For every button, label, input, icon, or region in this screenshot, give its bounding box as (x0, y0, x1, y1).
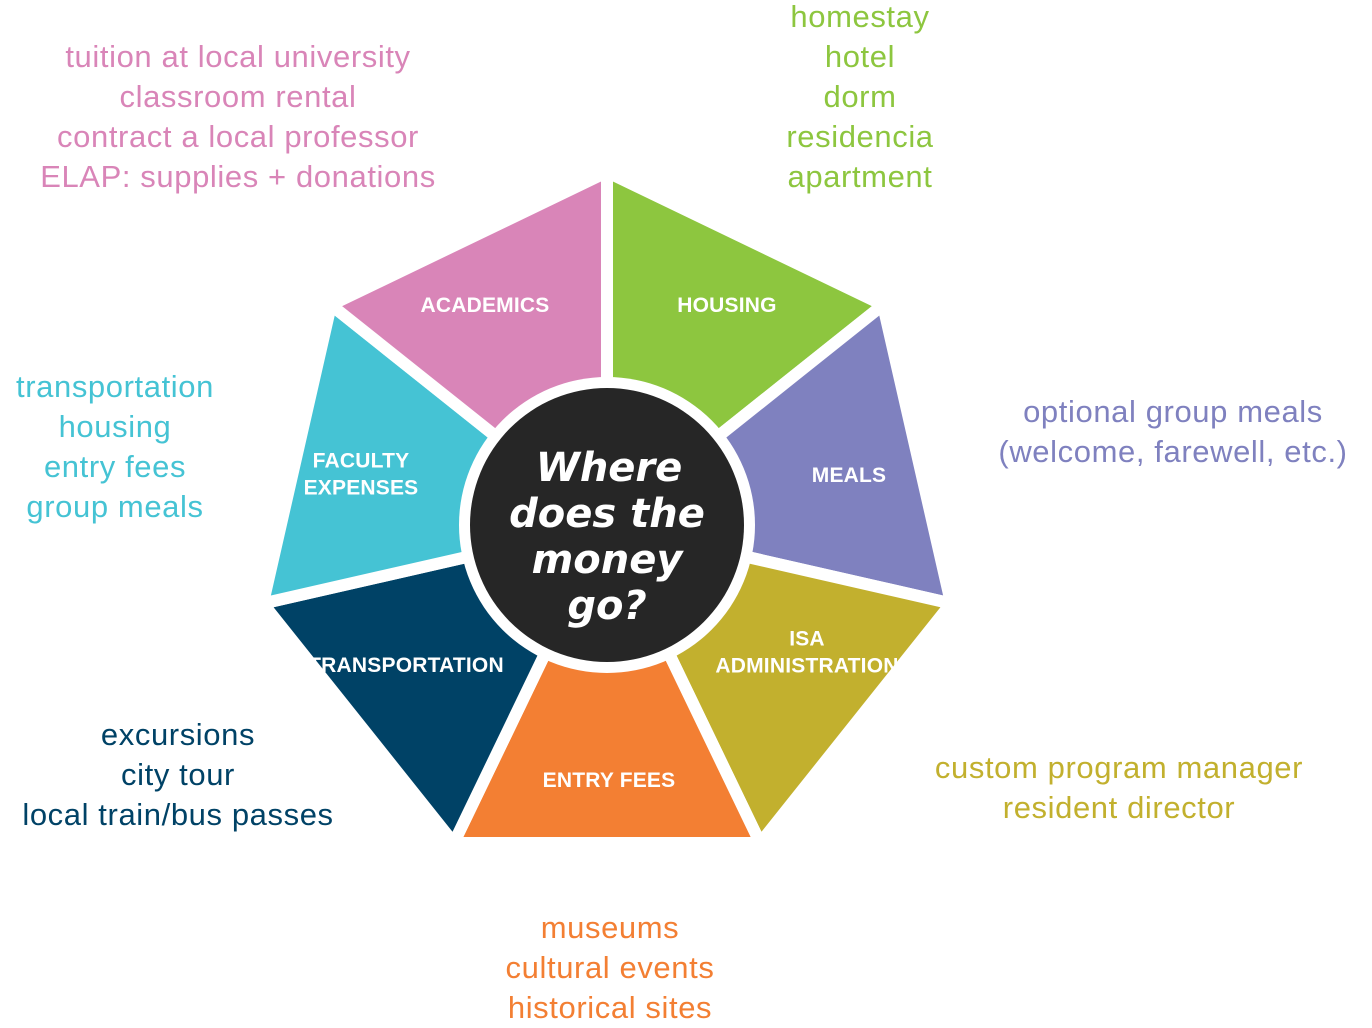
list-item: housing (58, 409, 172, 444)
list-item: cultural events (505, 950, 715, 985)
faculty-expenses-items: transportation housing entry fees group … (0, 367, 230, 527)
list-item: historical sites (507, 990, 713, 1025)
list-item: museums (540, 910, 680, 945)
list-item: transportation (16, 369, 214, 404)
center-line: money (532, 537, 685, 583)
list-item: hotel (824, 39, 896, 74)
list-item: custom program manager (934, 750, 1304, 785)
isa-administration-items: custom program manager resident director (904, 748, 1334, 828)
center-line: Where (536, 445, 683, 491)
list-item: city tour (121, 757, 235, 792)
segment-label-isa-administration: ADMINISTRATION (715, 655, 898, 678)
segment-label-entry-fees: ENTRY FEES (543, 769, 676, 792)
segment-label-academics: ACADEMICS (421, 294, 550, 317)
list-item: apartment (787, 159, 933, 194)
list-item: homestay (790, 0, 930, 34)
list-item: (welcome, farewell, etc.) (998, 434, 1348, 469)
segment-label-meals: MEALS (812, 464, 887, 487)
entry-fees-items: museums cultural events historical sites (470, 908, 750, 1028)
segment-label-faculty-expenses: EXPENSES (304, 477, 419, 500)
list-item: residencia (786, 119, 934, 154)
meals-items: optional group meals (welcome, farewell,… (976, 392, 1370, 472)
list-item: excursions (100, 717, 256, 752)
segment-label-faculty-expenses: FACULTY (313, 450, 410, 473)
list-item: contract a local professor (57, 119, 419, 154)
housing-items: homestay hotel dorm residencia apartment (760, 0, 960, 197)
segment-label-transportation: TRANSPORTATION (308, 654, 504, 677)
list-item: ELAP: supplies + donations (40, 159, 436, 194)
center-hub (470, 388, 744, 662)
list-item: local train/bus passes (22, 797, 334, 832)
list-item: resident director (1002, 790, 1236, 825)
list-item: classroom rental (119, 79, 357, 114)
segment-label-layer: HOUSING MEALS ISA ADMINISTRATION ENTRY FEES T… (304, 294, 899, 792)
transportation-items: excursions city tour local train/bus pas… (0, 715, 356, 835)
academics-items: tuition at local university classroom re… (18, 37, 458, 197)
segment-label-isa-administration: ISA (789, 628, 825, 651)
segment-label-housing: HOUSING (677, 294, 776, 317)
list-item: dorm (823, 79, 897, 114)
center-line: go? (567, 583, 646, 629)
list-item: entry fees (43, 449, 187, 484)
list-item: tuition at local university (65, 39, 411, 74)
list-item: optional group meals (1023, 394, 1323, 429)
center-line: does the (509, 491, 705, 537)
list-item: group meals (26, 489, 204, 524)
center-question: Where does the money go? (509, 445, 705, 629)
